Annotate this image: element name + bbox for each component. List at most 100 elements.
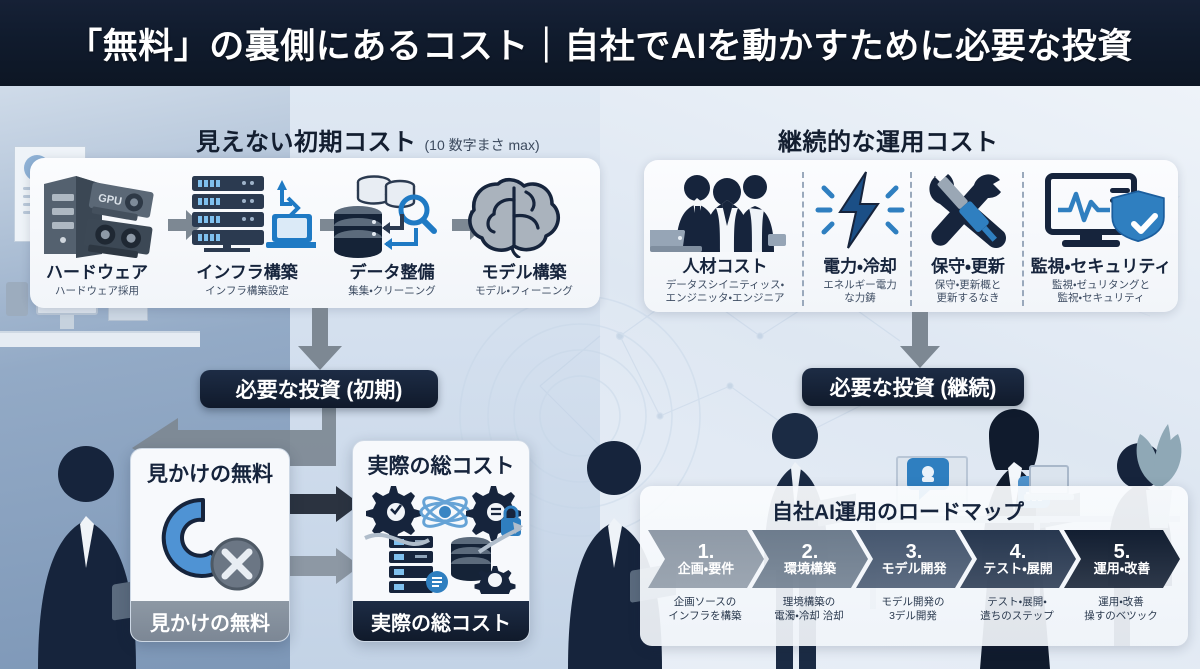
stage-model-building[interactable]: モデル構築 モデル・フィーニング <box>460 170 588 298</box>
roadmap-step-4-num: 4. <box>1009 540 1027 563</box>
card-total-body <box>353 480 529 604</box>
stage-infrastructure-label: インフラ構築 <box>196 263 298 282</box>
op-stage-monitoring-security[interactable]: 監視・セキュリティ 監視・ゼュリタングと 監祝・セキュリティ <box>1028 168 1174 305</box>
roadmap-step-4-name: テスト・展開 <box>983 560 1053 576</box>
roadmap-caption-5-line2: 操すのベツック <box>1084 609 1158 622</box>
card-total-caption: 実際の総コスト <box>367 455 515 478</box>
badge-initial-investment: 必要な投資 (初期) <box>200 370 438 408</box>
title-bar: 「無料」の裏側にあるコスト｜自社でAIを動かすために必要な投資 <box>0 0 1200 86</box>
left-heading-text: 見えない初期コスト <box>196 129 417 156</box>
roadmap-step-3-num: 3. <box>905 540 923 563</box>
roadmap-caption-4-line1: テスト・展開・ <box>987 596 1047 608</box>
brain-icon <box>468 177 560 258</box>
page-title: 「無料」の裏側にあるコスト｜自社でAIを動かすために必要な投資 <box>67 26 1133 66</box>
card-free-footer: 見かけの無料 <box>131 601 289 641</box>
stage-infrastructure[interactable]: インフラ構築 インフラ構築設定 <box>178 170 316 298</box>
roadmap-caption-2-line1: 理境構築の <box>782 596 836 608</box>
op-maintenance-sublabel-1: 保守・更新概と <box>934 279 1002 291</box>
roadmap-caption-3-line1: モデル開発の <box>881 596 945 608</box>
stage-model-label: モデル構築 <box>481 263 567 282</box>
left-section-heading: 見えない初期コスト (10 数字まさ max) <box>196 122 540 157</box>
right-heading-text: 継続的な運用コスト <box>778 129 999 156</box>
roadmap-step-2[interactable]: 2. 環境構築 <box>752 530 868 588</box>
roadmap-step-row: 1. 企画・要件 2. 環境構築 3. モデル開発 4. テスト・展開 5. 運… <box>648 530 1180 588</box>
stage-data-sublabel: 集集・クリーニング <box>348 285 436 297</box>
op-power-sublabel-1: エネルギー電力 <box>823 279 897 291</box>
desk-chair <box>6 282 28 316</box>
roadmap-caption-1: 企画ソースの インフラを構築 <box>650 596 760 623</box>
roadmap-step-2-name: 環境構築 <box>783 560 836 576</box>
svg-text:GPU: GPU <box>97 192 123 208</box>
card-free-caption: 見かけの無料 <box>147 463 273 486</box>
monitor-shield-icon <box>1045 173 1165 247</box>
left-heading-note: (10 数字まさ max) <box>424 137 540 153</box>
stage-data-label: データ整備 <box>349 263 435 282</box>
roadmap-step-1-name: 企画・要件 <box>677 560 735 576</box>
op-hr-label: 人材コスト <box>682 257 768 276</box>
roadmap-caption-3: モデル開発の 3デル開発 <box>858 596 968 623</box>
op-maintenance-label: 保守・更新 <box>931 257 1005 276</box>
stage-data-preparation[interactable]: データ整備 集集・クリーニング <box>328 170 456 298</box>
badge-ongoing-text: 必要な投資 (継続) <box>829 377 997 400</box>
monitor-stand <box>60 315 74 329</box>
roadmap-step-1[interactable]: 1. 企画・要件 <box>648 530 764 588</box>
divider-1 <box>802 172 804 306</box>
right-down-arrow <box>900 312 940 368</box>
op-hr-sublabel-2: エンジニッタ・エンジニア <box>665 292 785 305</box>
op-stage-human-resources[interactable]: 人材コスト データスシイニティッス・ エンジニッタ・エンジニア <box>650 168 800 305</box>
divider-3 <box>1022 172 1024 306</box>
roadmap-step-1-num: 1. <box>697 540 715 563</box>
team-people-icon <box>650 175 786 252</box>
roadmap-step-5-name: 運用・改善 <box>1093 560 1151 576</box>
left-down-arrow <box>298 308 342 370</box>
server-gpu-icon: GPU <box>44 176 154 258</box>
divider-2 <box>910 172 912 306</box>
gears-servers-database-icon <box>364 486 523 594</box>
op-power-label: 電力・冷却 <box>823 257 897 276</box>
op-stage-maintenance[interactable]: 保守・更新 保守・更新概と 更新するなき <box>916 168 1020 305</box>
roadmap-step-4[interactable]: 4. テスト・展開 <box>960 530 1076 588</box>
op-power-sublabel-2: な力鋳 <box>844 292 876 305</box>
stage-hardware-sublabel: ハードウェア採用 <box>55 285 139 297</box>
wrench-screwdriver-icon <box>929 174 1006 248</box>
stage-model-sublabel: モデル・フィーニング <box>475 285 573 297</box>
stage-hardware-label: ハードウェア <box>46 263 148 282</box>
roadmap-caption-4: テスト・展開・ 遣ちのステップ <box>962 596 1072 623</box>
badge-initial-text: 必要な投資 (初期) <box>235 379 403 402</box>
roadmap-caption-3-line2: 3デル開発 <box>889 609 937 622</box>
server-rack-laptop-icon <box>192 176 316 252</box>
roadmap-step-5[interactable]: 5. 運用・改善 <box>1064 530 1180 588</box>
roadmap-step-3[interactable]: 3. モデル開発 <box>856 530 972 588</box>
roadmap-step-2-num: 2. <box>801 540 819 563</box>
op-monitoring-sublabel-1: 監視・ゼュリタングと <box>1051 279 1151 291</box>
roadmap-caption-5: 運用・改善 操すのベツック <box>1066 596 1176 623</box>
open-source-blocked-icon <box>161 497 264 591</box>
card-total-footer: 実際の総コスト <box>353 601 529 641</box>
desk-surface <box>0 331 200 347</box>
stage-infrastructure-sublabel: インフラ構築設定 <box>205 285 289 297</box>
op-monitoring-label: 監視・セキュリティ <box>1030 257 1172 276</box>
op-monitoring-sublabel-2: 監祝・セキュリティ <box>1057 292 1145 305</box>
roadmap-step-5-num: 5. <box>1113 540 1131 563</box>
person-silhouette-center-front <box>568 441 676 669</box>
card-apparent-free[interactable]: 見かけの無料 見かけの無料 <box>130 448 290 642</box>
roadmap-caption-2-line2: 電濁・冷却 洽却 <box>774 609 844 622</box>
lightning-bolt-icon <box>815 171 905 249</box>
roadmap-caption-2: 理境構築の 電濁・冷却 洽却 <box>754 596 864 623</box>
roadmap-caption-5-line1: 運用・改善 <box>1098 596 1144 608</box>
badge-ongoing-investment: 必要な投資 (継続) <box>802 368 1024 406</box>
roadmap-caption-4-line2: 遣ちのステップ <box>980 609 1054 622</box>
right-section-heading: 継続的な運用コスト <box>778 122 999 157</box>
op-hr-sublabel-1: データスシイニティッス・ <box>665 279 785 291</box>
roadmap-title: 自社AI運用のロードマップ <box>772 501 1024 524</box>
roadmap-step-3-name: モデル開発 <box>881 560 947 576</box>
compare-arrows <box>290 486 360 584</box>
roadmap-caption-1-line1: 企画ソースの <box>673 596 737 608</box>
roadmap-caption-1-line2: インフラを構築 <box>668 609 742 622</box>
database-search-icon <box>334 175 437 258</box>
stage-hardware[interactable]: GPU ハードウェア ハードウェア採用 <box>32 170 162 298</box>
roadmap-panel: 自社AI運用のロードマップ 1. 企画・要件 2. 環境構築 3. モデル開発 … <box>640 486 1188 646</box>
card-total-cost[interactable]: 実際の総コスト <box>352 440 530 642</box>
op-stage-power-cooling[interactable]: 電力・冷却 エネルギー電力 な力鋳 <box>808 168 912 305</box>
